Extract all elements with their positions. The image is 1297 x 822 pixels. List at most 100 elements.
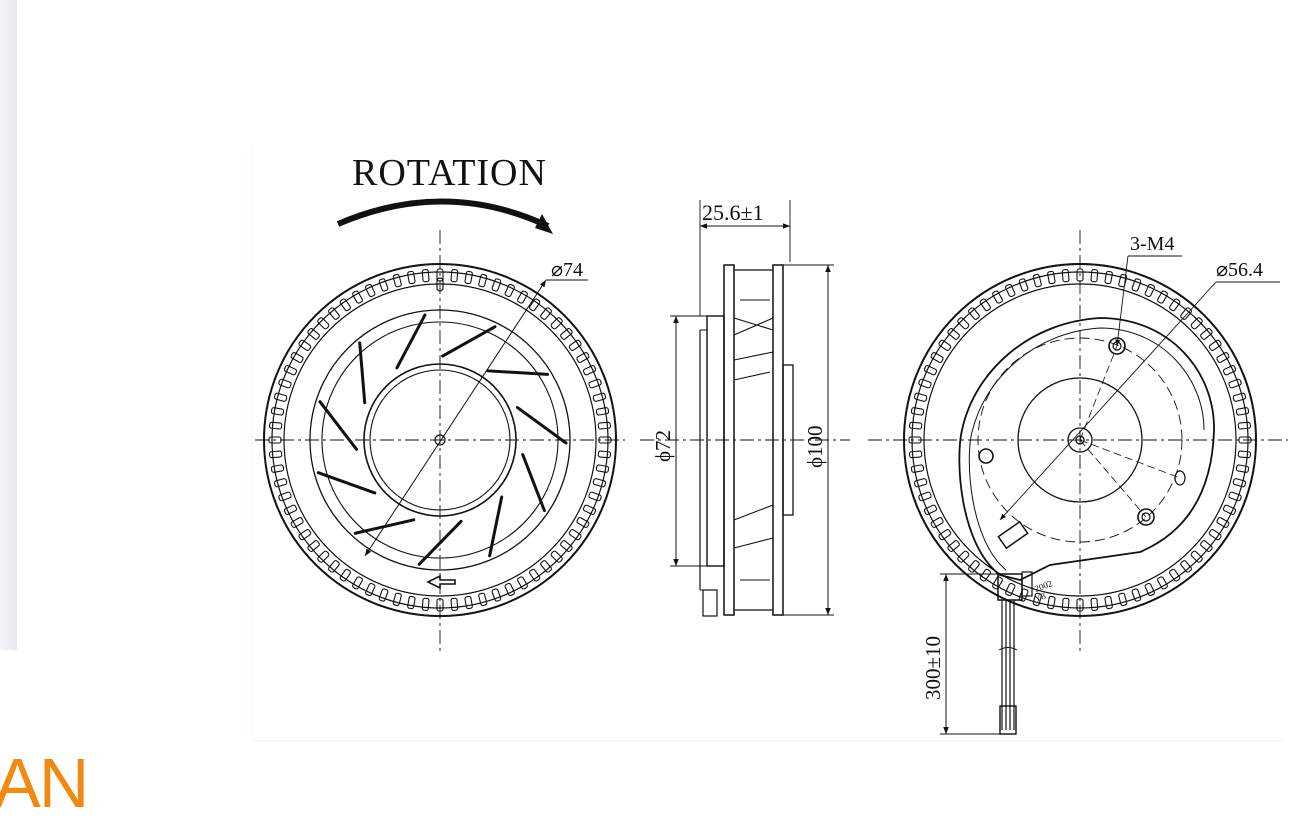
vent-slot	[352, 576, 363, 590]
vent-slot	[597, 450, 611, 459]
vent-slot	[1157, 290, 1168, 304]
vent-slot	[1208, 528, 1222, 541]
side-view	[640, 200, 850, 617]
vent-slot	[1168, 568, 1181, 582]
direction-arrow-icon	[426, 574, 456, 590]
impeller-blade	[521, 453, 546, 513]
vent-slot	[588, 378, 602, 389]
vent-slot	[504, 582, 515, 597]
vent-slot	[1104, 595, 1113, 610]
vent-slot	[918, 378, 932, 389]
vent-slot	[957, 317, 970, 330]
impeller-blade	[358, 341, 367, 405]
blower-diameter-label: ⌀74	[551, 259, 583, 281]
vent-slot	[1005, 283, 1016, 298]
vent-slot	[1104, 270, 1113, 285]
vent-slot	[1157, 576, 1168, 590]
vent-slot	[1131, 278, 1142, 292]
vent-slot	[339, 298, 352, 312]
vent-slot	[1228, 378, 1242, 389]
vent-slot	[517, 290, 528, 304]
vent-slot	[1228, 491, 1242, 502]
vent-slot	[1237, 450, 1251, 459]
vent-slot	[1118, 592, 1128, 607]
vent-slot	[918, 491, 932, 502]
vent-slot	[1032, 273, 1042, 288]
vent-slot	[528, 568, 541, 582]
vent-slot	[1144, 582, 1155, 597]
vent-slot	[421, 269, 430, 283]
vent-slot	[947, 540, 960, 552]
vent-slot	[1047, 270, 1056, 285]
vent-slot	[365, 582, 376, 597]
inner-diameter-label: ϕ72	[651, 430, 675, 462]
vent-slot	[1238, 436, 1252, 444]
vent-slot	[576, 352, 590, 363]
vent-slot	[464, 595, 473, 610]
vent-slot	[1222, 365, 1237, 376]
vent-slot	[298, 528, 312, 541]
vent-slot	[910, 407, 925, 416]
vent-slot	[528, 298, 541, 312]
vent-slot	[1032, 592, 1042, 607]
vent-slot	[278, 491, 292, 502]
vent-slot	[550, 550, 563, 563]
vent-slot	[307, 328, 320, 340]
vent-slot	[1232, 478, 1247, 488]
vent-slot	[317, 550, 330, 563]
vent-slot	[1061, 269, 1070, 283]
vent-slot	[938, 339, 952, 352]
vent-slot	[290, 517, 304, 528]
vent-slot	[1005, 582, 1016, 597]
brand-logo-fragment: AN	[0, 744, 89, 822]
outer-diameter-label: ϕ100	[803, 425, 827, 468]
vent-slot	[595, 407, 610, 416]
side-panel	[0, 0, 17, 650]
vent-slot	[909, 450, 923, 459]
impeller-blade	[488, 495, 504, 558]
vent-slot	[278, 378, 292, 389]
vent-slot	[1232, 392, 1247, 402]
vent-slot	[1090, 269, 1099, 283]
vent-slot	[1047, 595, 1056, 610]
lead-length-label: 300±10	[921, 636, 945, 700]
vent-slot	[1090, 597, 1099, 611]
vent-slot	[517, 576, 528, 590]
vent-slot	[491, 588, 502, 602]
vent-slot	[979, 298, 992, 312]
vent-slot	[268, 436, 282, 444]
vent-slot	[913, 478, 928, 488]
vent-slot	[592, 392, 607, 402]
vent-slot	[909, 421, 923, 430]
vent-slot	[339, 568, 352, 582]
rotation-arc	[336, 198, 550, 229]
vent-slot	[1180, 560, 1192, 573]
vent-slot	[568, 339, 582, 352]
vent-slot	[550, 317, 563, 330]
vent-slot	[1180, 307, 1192, 320]
vent-slot	[1018, 278, 1029, 292]
vent-slot	[392, 592, 402, 607]
vent-slot	[908, 436, 922, 444]
vent-slot	[270, 464, 285, 473]
vent-slot	[910, 464, 925, 473]
vent-slot	[328, 560, 340, 573]
vent-slot	[1216, 352, 1230, 363]
vent-slot	[560, 540, 573, 552]
vent-slot	[1118, 273, 1128, 288]
vent-slot	[450, 269, 459, 283]
vent-slot	[1237, 421, 1251, 430]
vent-slot	[568, 528, 582, 541]
vent-slot	[938, 528, 952, 541]
vent-slot	[450, 597, 459, 611]
vent-slot	[270, 407, 285, 416]
vent-slot	[273, 392, 288, 402]
impeller-blade	[318, 400, 359, 451]
vent-slot	[1208, 339, 1222, 352]
impeller-blade	[441, 325, 497, 358]
vent-slot	[269, 421, 283, 430]
vent-slot	[597, 421, 611, 430]
rear-view	[868, 230, 1288, 735]
vent-slot	[1144, 283, 1155, 298]
vent-slot	[582, 365, 597, 376]
